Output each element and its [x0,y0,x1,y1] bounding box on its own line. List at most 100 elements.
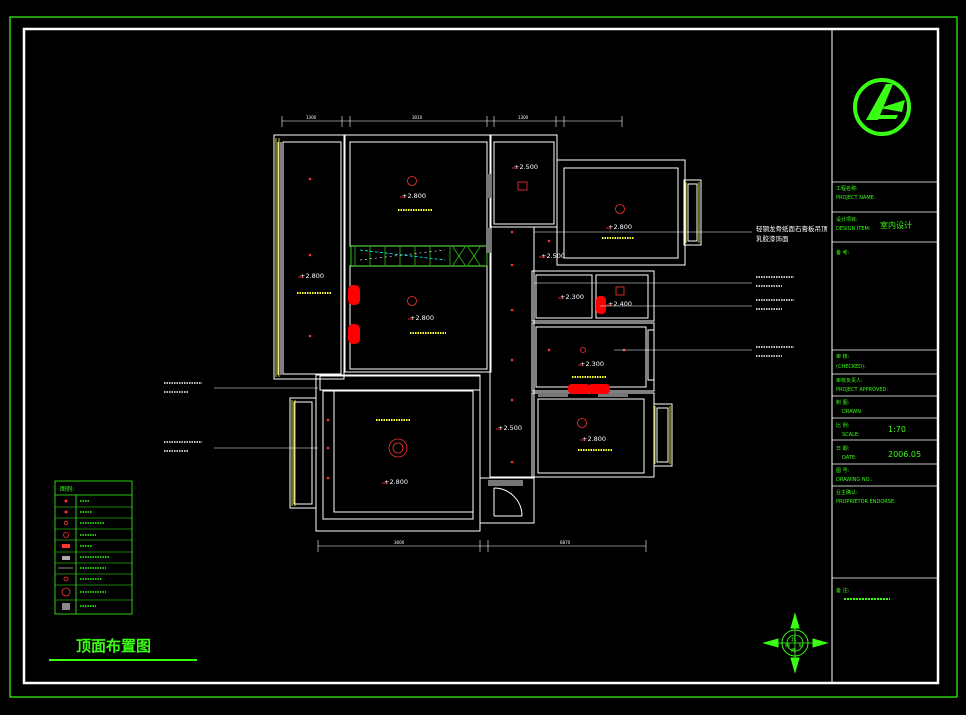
legend-downlight-icon [64,499,68,503]
project-name-cn: 工程名称: [836,185,858,192]
top-dimension-line [281,116,623,127]
downlights [308,177,626,480]
callout-right-1-line1: 轻钢龙骨纸面石膏板吊顶 [756,224,828,233]
approved-cn: 审核负责人: [836,377,863,384]
notes-cn: 备 注: [836,587,850,594]
red-fixtures [348,285,610,394]
scale-value: 1:70 [888,425,906,434]
elevation-label: +2.500 [541,252,565,260]
outer-border [9,16,958,698]
dim-top-3: 1300 [518,115,529,120]
scale-cn: 比 例: [836,422,850,429]
exhaust-fan-icon [615,286,625,296]
approved-en: PROJECT APPROVED: [836,387,888,393]
legend-header: 图例: [60,485,74,493]
legend-exhaust-icon [62,544,70,548]
legend-ceiling-light-icon [63,520,69,526]
checked-en: (CHECKED): [836,364,866,370]
chandelier-icon [388,438,408,458]
elevation-label: +2.400 [608,300,632,308]
callout-right-1-line2: 乳胶漆饰面 [756,234,789,243]
elevation-label: +2.300 [580,360,604,368]
dim-top-1: 1300 [306,115,317,120]
dim-bottom-2: 6870 [560,540,571,545]
light-symbol-icon [407,176,417,186]
company-logo [853,78,911,136]
downlight-icon [308,177,312,181]
drawing-title: 顶面布置图 [76,637,151,655]
legend-vent-icon [62,556,70,560]
downlight-icon [547,239,551,243]
downlight-icon [308,253,312,257]
inner-border [22,27,940,685]
scale-en: SCALE: [842,432,860,438]
compass-rose [762,612,829,674]
callout-left-small [164,382,202,452]
light-symbol-icon [407,296,417,306]
elevation-label: +2.800 [384,478,408,486]
bottom-dimension-line [317,540,647,552]
legend-table: 图例: [54,480,133,615]
elevation-label: +2.800 [608,223,632,231]
downlight-icon [510,358,514,362]
elevation-label: +2.800 [410,314,434,322]
downlight-icon [326,476,330,480]
light-symbol-icon [577,418,587,428]
ceiling-lights [388,176,625,458]
callout-right-small [756,276,794,357]
legend-fan-icon [62,603,70,610]
downlight-icon [326,446,330,450]
downlight-icon [510,230,514,234]
elevation-ticks [298,167,612,484]
room-annotations [297,209,634,451]
drawn-en: DRAWN [842,409,861,415]
light-symbol-icon [615,204,625,214]
compass-west: 西 [785,643,790,649]
drawn-cn: 制 图: [836,399,850,406]
exhaust-fan-icon [517,181,528,191]
downlight-icon [326,418,330,422]
downlight-icon [510,398,514,402]
legend-lamp-icon [63,532,69,538]
floor-plan: 1300 3010 1300 [214,115,752,552]
remarks-cn: 备 考: [836,249,850,256]
elevation-label: +2.300 [560,293,584,301]
chandelier-icon [392,442,404,454]
downlight-icon [510,263,514,267]
elevation-label: +2.800 [582,435,606,443]
drawing-no-cn: 图 号: [836,468,850,474]
compass-east: 东 [798,642,803,649]
legend-pendant-icon [63,576,69,582]
drawing-no-en: DRAWING NO.: [836,477,873,483]
project-name-en: PROJECT NAME. [836,195,876,201]
date-cn: 日 期: [836,446,850,452]
downlight-icon [510,460,514,464]
downlight-icon [308,334,312,338]
downlight-icon [510,308,514,312]
compass-south: 南 [791,647,796,654]
balcony-yellow-lines [275,138,700,506]
design-item-cn: 设计项目: [836,216,858,223]
checked-cn: 审 核: [836,353,850,360]
elevation-label: +2.800 [402,192,426,200]
legend-chandelier-icon [61,587,71,597]
wardrobe-strip [350,245,488,267]
dim-bottom-1: 3600 [394,540,405,545]
legend-spotlight-icon [64,510,68,514]
light-symbol-icon [580,347,586,353]
design-item-en: DESIGN ITEM: [836,226,871,232]
title-block: 工程名称: PROJECT NAME. 设计项目: DESIGN ITEM: 室… [831,30,937,682]
elevation-label: +2.500 [514,163,538,171]
elevation-label: +2.800 [300,272,324,280]
elevation-label: +2.500 [498,424,522,432]
compass-north: 北 [791,636,796,643]
endorse-en: PROPRIETOR ENDORSE: [836,499,896,505]
walls [273,134,702,532]
hatched-walls [486,174,628,486]
elevation-labels: +2.500 +2.800 +2.800 +2.500 +2.800 +2.30… [300,163,632,486]
date-value: 2006.05 [888,450,921,459]
endorse-cn: 业主确认: [836,489,858,496]
downlight-icon [547,348,551,352]
dim-top-2: 3010 [412,115,423,120]
